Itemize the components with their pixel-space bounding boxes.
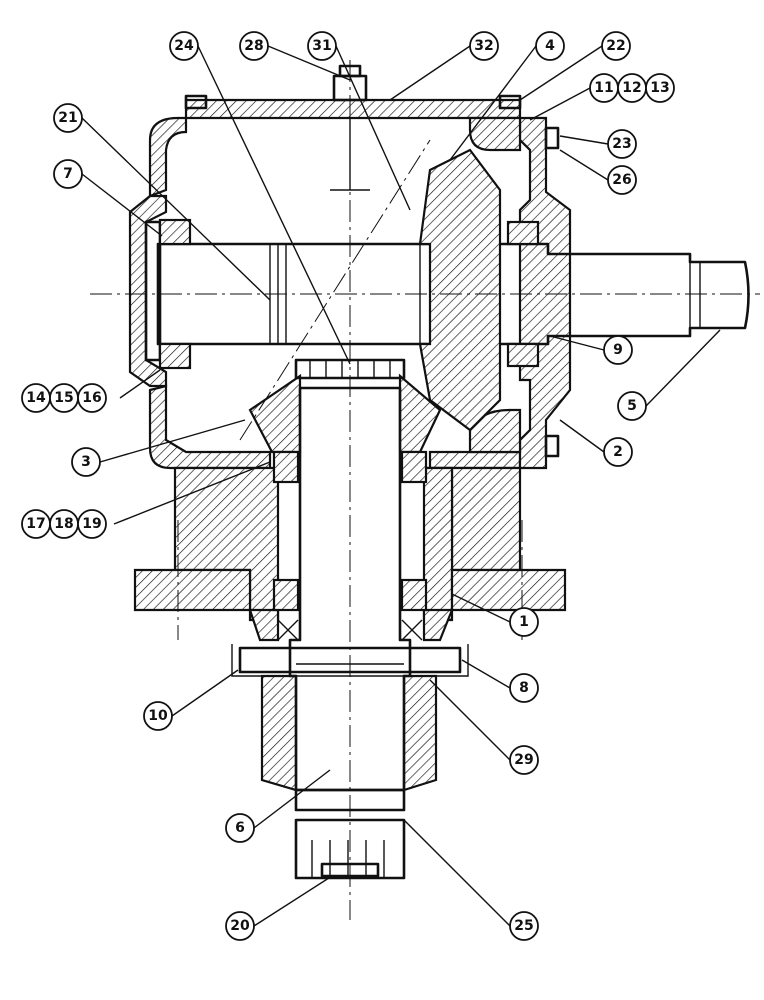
- callout-20: 20: [225, 911, 255, 941]
- callout-23: 23: [607, 129, 637, 159]
- callout-label: 17: [26, 516, 45, 532]
- centre-lines: [90, 60, 760, 920]
- callout-label: 25: [514, 918, 533, 934]
- callout-2: 2: [603, 437, 633, 467]
- callout-3: 3: [71, 447, 101, 477]
- callout-16: 16: [77, 383, 107, 413]
- callout-label: 23: [612, 136, 631, 152]
- callout-9: 9: [603, 335, 633, 365]
- callout-1: 1: [509, 607, 539, 637]
- callout-11: 11: [589, 73, 619, 103]
- callout-17: 17: [21, 509, 51, 539]
- callout-label: 9: [613, 342, 623, 358]
- output-collar: [260, 674, 438, 812]
- callout-25: 25: [509, 911, 539, 941]
- callout-4: 4: [535, 31, 565, 61]
- callout-label: 10: [148, 708, 168, 724]
- callout-21: 21: [53, 103, 83, 133]
- callout-7: 7: [53, 159, 83, 189]
- pinion-bevel-gear: [248, 358, 442, 454]
- callout-8: 8: [509, 673, 539, 703]
- callout-26: 26: [607, 165, 637, 195]
- callout-label: 26: [612, 172, 631, 188]
- callout-label: 15: [54, 390, 73, 406]
- callout-label: 19: [82, 516, 101, 532]
- callout-label: 21: [58, 110, 77, 126]
- gearbox-housing: [148, 98, 572, 470]
- callout-29: 29: [509, 745, 539, 775]
- callout-22: 22: [601, 31, 631, 61]
- callout-6: 6: [225, 813, 255, 843]
- callout-10: 10: [143, 701, 173, 731]
- callout-32: 32: [469, 31, 499, 61]
- housing-bolts: [184, 94, 560, 458]
- callout-label: 11: [594, 80, 613, 96]
- callout-label: 18: [54, 516, 73, 532]
- callout-label: 13: [650, 80, 669, 96]
- callout-label: 16: [82, 390, 101, 406]
- callout-label: 28: [244, 38, 263, 54]
- callout-19: 19: [77, 509, 107, 539]
- crown-bevel-gear: [418, 148, 502, 432]
- callout-15: 15: [49, 383, 79, 413]
- callout-5: 5: [617, 391, 647, 421]
- callout-label: 14: [26, 390, 46, 406]
- vertical-shaft-bearings: [272, 450, 428, 641]
- callout-label: 5: [627, 398, 637, 414]
- callout-18: 18: [49, 509, 79, 539]
- callout-13: 13: [645, 73, 675, 103]
- callout-31: 31: [307, 31, 337, 61]
- callout-label: 2: [613, 444, 623, 460]
- callout-12: 12: [617, 73, 647, 103]
- callout-label: 20: [230, 918, 250, 934]
- callout-label: 7: [63, 166, 73, 182]
- callout-label: 24: [174, 38, 194, 54]
- callout-28: 28: [239, 31, 269, 61]
- callout-label: 3: [81, 454, 91, 470]
- callout-label: 1: [519, 614, 529, 630]
- callout-label: 8: [519, 680, 529, 696]
- callout-24: 24: [169, 31, 199, 61]
- callout-label: 12: [622, 80, 641, 96]
- callout-label: 32: [474, 38, 493, 54]
- callout-label: 31: [312, 38, 331, 54]
- callout-14: 14: [21, 383, 51, 413]
- callout-label: 4: [545, 38, 555, 54]
- lower-housing-flange: [133, 466, 567, 642]
- callout-label: 29: [514, 752, 533, 768]
- leader-lines: [81, 45, 721, 927]
- horizontal-shaft-bearings: [158, 218, 540, 370]
- callout-label: 22: [606, 38, 625, 54]
- callout-label: 6: [235, 820, 245, 836]
